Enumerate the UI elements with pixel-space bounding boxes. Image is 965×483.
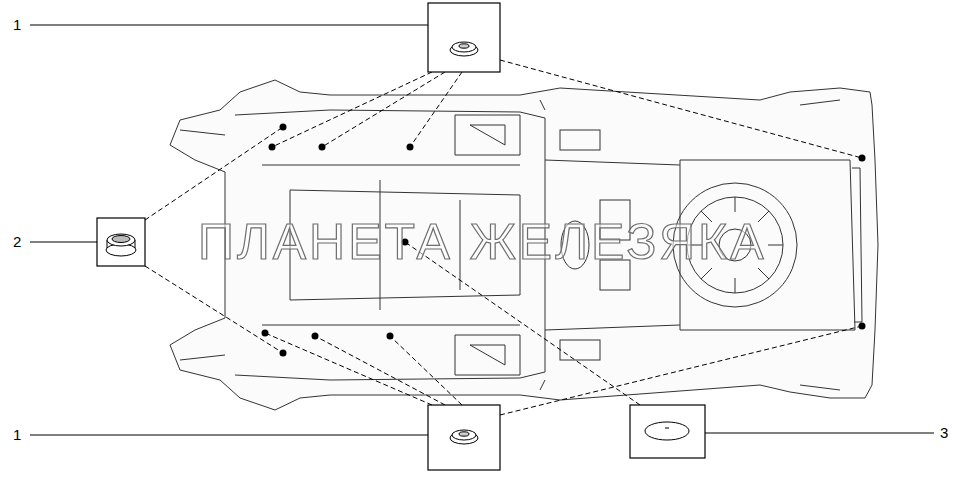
callout-number: 1: [13, 427, 21, 442]
callout-number: 1: [13, 17, 21, 32]
callout-number: 3: [940, 425, 948, 440]
callout-number: 2: [13, 234, 21, 249]
watermark: ПЛАНЕТА ЖЕЛЕЗЯКА: [198, 217, 766, 267]
